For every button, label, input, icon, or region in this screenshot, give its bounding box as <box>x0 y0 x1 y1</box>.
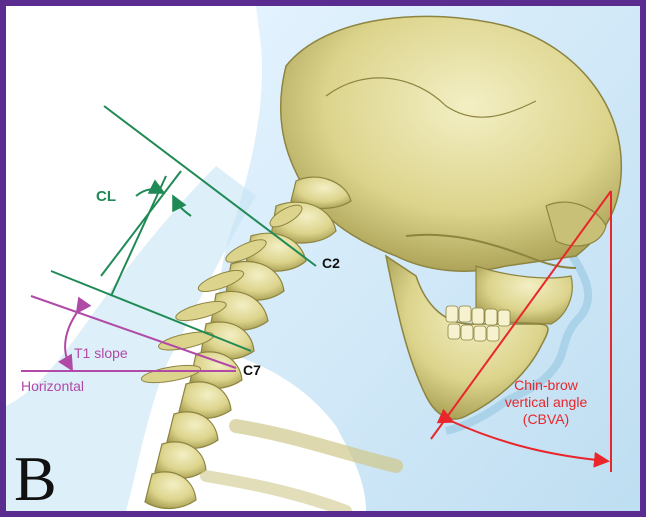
cervical-alignment-diagram: CL C2 C7 T1 slope Horizontal Chin-brow v… <box>6 6 640 511</box>
cl-label: CL <box>96 188 116 205</box>
cbva-label-line2: vertical angle <box>505 394 588 410</box>
c7-label: C7 <box>243 362 261 378</box>
c2-label: C2 <box>322 255 340 271</box>
cbva-label-line3: (CBVA) <box>523 411 569 427</box>
t1-slope-label: T1 slope <box>74 345 128 361</box>
rib <box>206 476 346 511</box>
panel-letter: B <box>14 443 57 511</box>
cbva-label-line1: Chin-brow <box>514 377 579 393</box>
horizontal-label: Horizontal <box>21 378 84 394</box>
